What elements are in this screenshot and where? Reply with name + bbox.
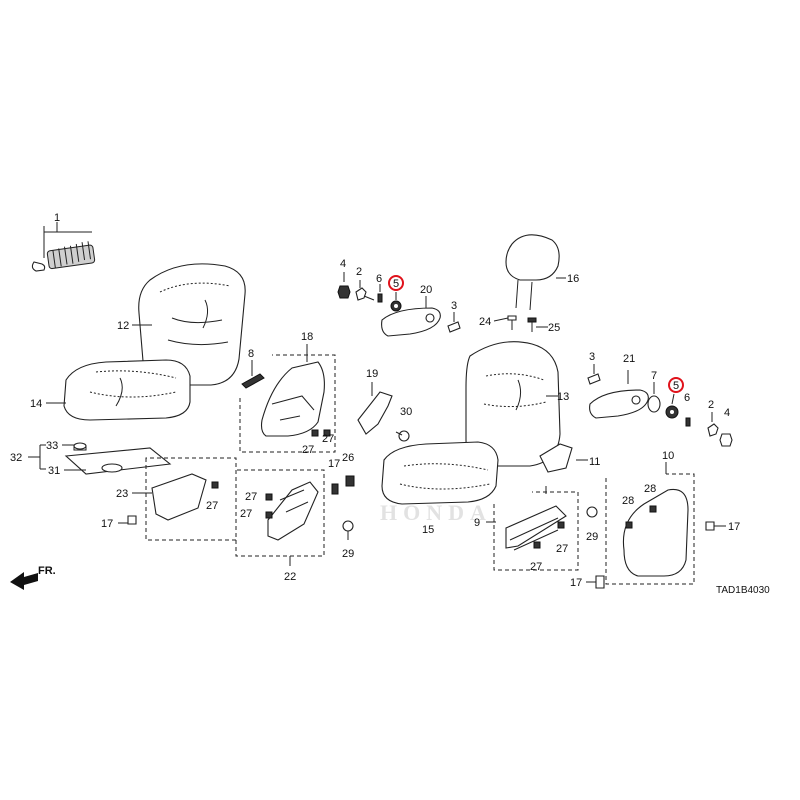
highlight-ring-left	[388, 275, 404, 291]
callout-30: 30	[400, 406, 412, 418]
part-17-clip-center[interactable]	[331, 483, 339, 495]
callout-27f: 27	[245, 491, 257, 503]
part-11-recliner[interactable]	[539, 443, 588, 473]
part-31-pad[interactable]	[64, 447, 172, 475]
callout-22: 22	[284, 571, 296, 583]
callout-7: 7	[651, 370, 657, 382]
part-29-bolt-right[interactable]	[586, 506, 598, 518]
callout-31: 31	[48, 465, 60, 477]
callout-26: 26	[342, 452, 354, 464]
part-2-bolt-left[interactable]	[355, 280, 375, 301]
part-33-button[interactable]	[73, 442, 87, 451]
part-18-group[interactable]	[239, 344, 336, 453]
callout-4b: 4	[724, 407, 730, 419]
part-22-group[interactable]	[235, 469, 325, 566]
callout-17b: 17	[570, 577, 582, 589]
callout-28b: 28	[644, 483, 656, 495]
callout-23: 23	[116, 488, 128, 500]
callout-27a: 27	[302, 444, 314, 456]
callout-29b: 29	[342, 548, 354, 560]
part-6-screw-right[interactable]	[685, 417, 691, 427]
part-1-clips[interactable]	[31, 222, 96, 272]
callout-5a: 5	[393, 278, 399, 290]
callout-19: 19	[366, 368, 378, 380]
part-9-group[interactable]	[493, 486, 579, 571]
part-6-screw-left[interactable]	[377, 284, 383, 303]
diagram-code: TAD1B4030	[716, 585, 770, 596]
part-28-clip-left[interactable]	[625, 521, 633, 529]
front-direction-arrow: FR.	[10, 565, 56, 590]
callout-12: 12	[117, 320, 129, 332]
callout-5b: 5	[673, 380, 679, 392]
callout-24: 24	[479, 316, 491, 328]
part-3-pin-right[interactable]	[587, 364, 601, 385]
callout-21: 21	[623, 353, 635, 365]
callout-27c: 27	[556, 543, 568, 555]
part-28-clip-right[interactable]	[649, 505, 657, 513]
callout-25: 25	[548, 322, 560, 334]
callout-33: 33	[46, 440, 58, 452]
part-25-guide[interactable]	[527, 317, 537, 332]
part-2-bolt-right[interactable]	[707, 412, 719, 437]
part-14-seat-cushion[interactable]	[63, 359, 191, 421]
callout-2b: 2	[708, 399, 714, 411]
callout-17c: 17	[328, 458, 340, 470]
callouts: 1 12 14 33 32 31 8 18 27 27 4 2 6 5 20 3…	[10, 212, 740, 589]
callout-18: 18	[301, 331, 313, 343]
part-12-seat-back-cover[interactable]	[138, 263, 246, 386]
callout-17d: 17	[101, 518, 113, 530]
part-16-headrest[interactable]	[505, 234, 566, 311]
callout-6b: 6	[684, 392, 690, 404]
callout-32: 32	[10, 452, 22, 464]
part-19-bracket[interactable]	[357, 382, 393, 435]
part-17-clip-bottom[interactable]	[595, 575, 605, 589]
watermark: HONDA	[380, 500, 492, 525]
part-24-guide[interactable]	[507, 315, 517, 330]
callout-20: 20	[420, 284, 432, 296]
callout-27b: 27	[322, 433, 334, 445]
callout-13: 13	[557, 391, 569, 403]
part-3-pin-left[interactable]	[447, 312, 461, 333]
direction-label: FR.	[38, 565, 56, 577]
callout-10: 10	[662, 450, 674, 462]
callout-2a: 2	[356, 266, 362, 278]
part-26-clip[interactable]	[345, 475, 355, 487]
part-17-clip-right[interactable]	[705, 521, 715, 531]
callout-27g: 27	[240, 508, 252, 520]
callout-6a: 6	[376, 273, 382, 285]
part-8-lever[interactable]	[241, 360, 265, 389]
callout-9: 9	[474, 517, 480, 529]
part-4-nut-right[interactable]	[719, 433, 733, 447]
callout-27e: 27	[206, 500, 218, 512]
callout-8: 8	[248, 348, 254, 360]
part-21-armrest[interactable]	[589, 370, 649, 419]
callout-15: 15	[422, 524, 434, 536]
part-10-group[interactable]	[605, 462, 695, 585]
callout-3b: 3	[589, 351, 595, 363]
part-27-clips[interactable]	[211, 429, 565, 549]
part-17-clip-left[interactable]	[127, 515, 137, 525]
callout-28a: 28	[622, 495, 634, 507]
part-20-armrest[interactable]	[381, 296, 441, 337]
callout-4a: 4	[340, 258, 346, 270]
callout-14: 14	[30, 398, 42, 410]
part-5-washer-left[interactable]	[390, 292, 402, 312]
callout-16: 16	[567, 273, 579, 285]
callout-11: 11	[589, 456, 600, 468]
part-23-group[interactable]	[145, 457, 237, 541]
callout-3a: 3	[451, 300, 457, 312]
part-29-bolt-left[interactable]	[342, 520, 354, 540]
callout-29a: 29	[586, 531, 598, 543]
callout-17a: 17	[728, 521, 740, 533]
part-4-nut-left[interactable]	[337, 272, 351, 299]
part-7-cap[interactable]	[647, 382, 661, 413]
part-30-bolt[interactable]	[395, 430, 410, 442]
part-15-seat-cushion[interactable]	[381, 441, 499, 505]
callout-27d: 27	[530, 561, 542, 573]
highlight-ring-right	[668, 377, 684, 393]
callout-1: 1	[54, 212, 60, 224]
part-5-washer-right[interactable]	[665, 393, 679, 419]
